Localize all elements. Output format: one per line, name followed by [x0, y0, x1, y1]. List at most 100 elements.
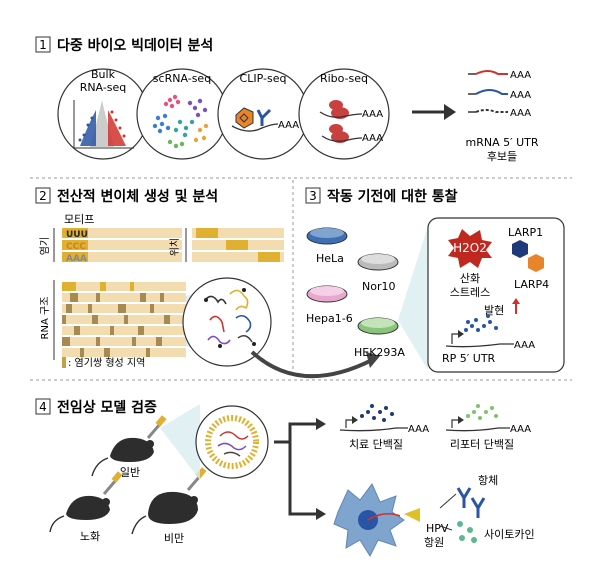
rp-mrna: [445, 314, 514, 348]
branch-arrow-head-2: [316, 508, 326, 520]
h2o2-label: H2O2: [453, 241, 487, 255]
base-pair-region: [138, 326, 144, 335]
rna-fold-icons: [204, 288, 256, 348]
nor10-label: Nor10: [362, 280, 395, 293]
cytokine-dots: [457, 521, 477, 543]
base-pair-region: [124, 315, 128, 324]
normal-label: 일반: [120, 465, 140, 479]
analysis-arrow-head: [444, 104, 456, 120]
therapeutic-aaa: AAA: [408, 424, 429, 435]
codon-aaa: AAA: [66, 254, 87, 264]
dendritic-cell: [333, 483, 405, 558]
section-2-number: 2: [39, 189, 47, 203]
therapeutic-mrna: [339, 404, 408, 432]
base-pair-region: [62, 282, 76, 291]
section-4: 4 전임상 모델 검증 일반 노화 비만: [35, 398, 535, 558]
stress-line2: 스트레스: [450, 286, 490, 299]
section-3-number: 3: [309, 189, 317, 203]
syringe-icon: [146, 423, 162, 439]
rp-aaa: AAA: [514, 340, 535, 351]
rp-utr-label: RP 5′ UTR: [442, 352, 496, 365]
ribosome-icon: [319, 100, 363, 143]
clip-label: CLIP-seq: [240, 72, 287, 85]
ribo-aaa-1: AAA: [362, 109, 383, 120]
hepa-dish: [306, 285, 348, 303]
section-1-number-box: [35, 36, 51, 53]
section-4-title: 전임상 모델 검증: [57, 399, 157, 416]
obese-label: 비만: [164, 532, 184, 545]
rna-structures-circle: [182, 277, 272, 367]
nor10-dish: [357, 253, 399, 271]
lnp-callout: [160, 404, 200, 480]
base-pair-region: [62, 315, 66, 324]
therapeutic-label: 치료 단백질: [349, 438, 403, 451]
motif-label: 모티프: [64, 213, 94, 226]
motif-bars: [62, 228, 182, 262]
aged-label: 노화: [80, 530, 100, 543]
mhc-receptor: [404, 508, 420, 522]
stress-line1: 산화: [460, 272, 480, 285]
hek-dish: [357, 317, 399, 335]
base-pair-region: [88, 304, 92, 313]
ribo-label: Ribo-seq: [320, 72, 368, 85]
bulk-label-line2: RNA-seq: [80, 81, 127, 94]
section-4-number: 4: [39, 400, 47, 414]
base-pair-region: [96, 337, 100, 346]
branch-arrow: [274, 422, 316, 516]
section-2: 2 전산적 변이체 생성 및 분석 모티프 염기 UUU CCC AAA 위치: [35, 187, 380, 379]
base-pair-region: [156, 337, 162, 346]
section-1-number: 1: [39, 38, 47, 52]
reporter-aaa: AAA: [510, 424, 531, 435]
base-pair-region: [160, 293, 164, 302]
base-label: 염기: [39, 237, 51, 255]
mouse-normal: [91, 415, 167, 477]
larp4-hexagon: [528, 254, 544, 272]
base-pair-region: [164, 315, 170, 324]
base-pair-region: [80, 348, 84, 357]
section-3-number-box: [305, 187, 321, 204]
base-pair-region: [92, 315, 98, 324]
mouse-aged: [49, 471, 123, 533]
rna-structure-label: RNA 구조: [40, 297, 51, 340]
bulk-label-line1: Bulk: [91, 68, 116, 81]
rna-structure-row: [62, 293, 186, 302]
base-pair-region: [118, 304, 126, 313]
hela-dish: [306, 227, 348, 245]
base-pair-region: [104, 348, 110, 357]
curved-arrow-head: [366, 352, 380, 368]
curved-arrow: [250, 350, 373, 379]
position-bars: [192, 228, 284, 262]
mrna-output-line1: mRNA 5′ UTR: [465, 136, 538, 149]
hela-label: HeLa: [316, 252, 344, 265]
rna-structure-row: [62, 337, 186, 346]
section-1: 1 다중 바이오 빅데이터 분석 Bulk RNA-seq scRNA-seq: [35, 36, 539, 163]
expression-label: 발현: [484, 304, 504, 317]
larp1-hexagon: [512, 240, 528, 258]
up-arrow-head: [512, 298, 520, 304]
lnp-icon: [195, 405, 269, 479]
volcano-plot: [73, 100, 134, 149]
mrna-aaa-1: AAA: [510, 70, 531, 81]
base-pair-region: [132, 337, 136, 346]
reporter-mrna: [445, 404, 510, 432]
legend-swatch: [62, 357, 66, 368]
rna-structure-row: [62, 326, 186, 335]
position-label: 위치: [168, 238, 181, 256]
mrna-candidates: [468, 70, 508, 113]
rna-structure-row: [62, 348, 186, 357]
mrna-output-line2: 후보들: [487, 150, 517, 163]
section-3: 3 작동 기전에 대한 통찰 HeLa Nor10 Hepa1-6 HEK293…: [305, 187, 565, 373]
reporter-label: 리포터 단백질: [450, 438, 514, 451]
syringe-icon-2: [102, 479, 118, 495]
h2o2-burst: [448, 229, 492, 268]
base-pair-region: [96, 293, 100, 302]
cytokine-pointer: [439, 525, 453, 531]
base-pair-region: [74, 326, 80, 335]
section-1-title: 다중 바이오 빅데이터 분석: [57, 37, 213, 54]
rna-structure-bars: [62, 282, 186, 357]
clip-protein-icon: [231, 107, 279, 132]
base-pair-region: [100, 282, 106, 291]
antibody-icons: [456, 487, 486, 518]
rna-structure-row: [62, 282, 186, 291]
larp1-label: LARP1: [508, 226, 543, 239]
